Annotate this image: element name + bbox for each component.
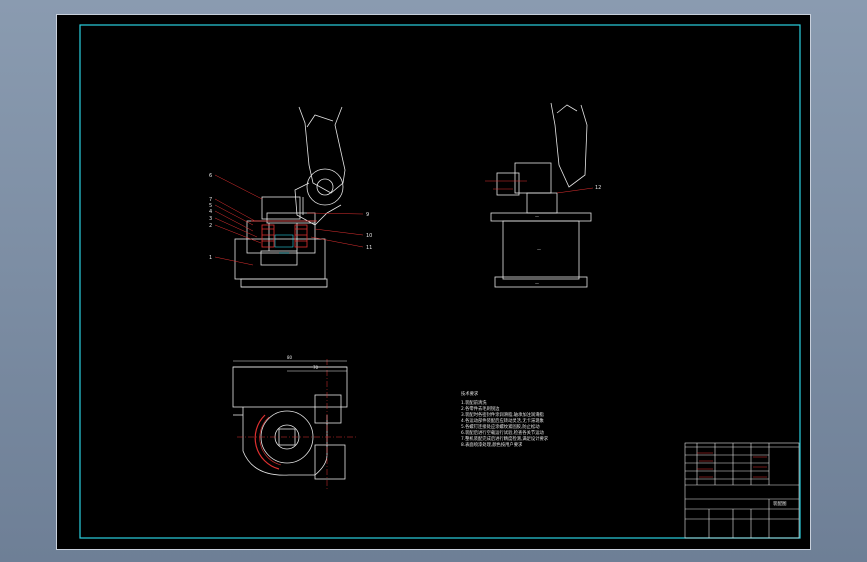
top-view-section bbox=[254, 414, 282, 470]
front-leaders bbox=[214, 174, 364, 266]
svg-text:—: — bbox=[537, 247, 541, 252]
svg-text:—: — bbox=[535, 281, 539, 286]
tech-note-3: 3.装配时各密封件涂润滑脂,轴承加注润滑脂 bbox=[461, 413, 544, 418]
title-block-red bbox=[697, 452, 767, 478]
cad-drawing: 6 7 5 4 3 2 1 9 10 11 — — — 12 bbox=[79, 24, 801, 539]
part-label-6: 6 bbox=[209, 173, 212, 179]
tech-note-8: 8.表面喷漆处理,颜色按用户要求 bbox=[461, 443, 523, 448]
title-block-drawing-title: 装配图 bbox=[773, 502, 787, 507]
front-view-axis bbox=[274, 234, 294, 254]
dim-80: 80 bbox=[287, 355, 293, 360]
part-label-7: 7 bbox=[209, 197, 212, 203]
drawing-sheet: 6 7 5 4 3 2 1 9 10 11 — — — 12 bbox=[56, 14, 811, 550]
part-label-1: 1 bbox=[209, 255, 212, 261]
side-view-marks: — — — bbox=[535, 214, 541, 286]
top-view-centerlines bbox=[237, 359, 357, 491]
tech-note-1: 1.装配前清洗 bbox=[461, 401, 487, 406]
tech-note-7: 7.整机装配完成后进行精度检测,满足设计要求 bbox=[461, 437, 549, 442]
part-label-9: 9 bbox=[366, 212, 369, 218]
part-label-11: 11 bbox=[366, 245, 372, 251]
svg-text:—: — bbox=[535, 214, 539, 219]
dim-70: 70 bbox=[313, 365, 319, 370]
tech-note-2: 2.各零件去毛刺锐边 bbox=[461, 407, 500, 412]
tech-notes-title: 技术要求 bbox=[461, 392, 479, 397]
inner-frame bbox=[79, 24, 801, 539]
side-view bbox=[490, 102, 592, 288]
tech-note-5: 5.各螺钉连接处应涂螺纹紧固胶,防止松动 bbox=[461, 425, 540, 430]
tech-note-6: 6.装配后进行空载运行试验,检查各关节运动 bbox=[461, 431, 544, 436]
front-labels: 6 7 5 4 3 2 1 9 10 11 bbox=[209, 173, 372, 261]
part-label-5: 5 bbox=[209, 203, 212, 209]
top-view-dims bbox=[233, 360, 347, 372]
front-view bbox=[234, 106, 346, 288]
part-label-12: 12 bbox=[595, 185, 601, 191]
part-label-10: 10 bbox=[366, 233, 372, 239]
tech-note-4: 4.各运动部件装配后应转动灵活,无卡滞现象 bbox=[461, 419, 544, 424]
side-view-section bbox=[485, 180, 594, 194]
part-label-2: 2 bbox=[209, 223, 212, 229]
part-label-4: 4 bbox=[209, 209, 212, 215]
front-view-section bbox=[251, 220, 317, 248]
title-block bbox=[684, 442, 800, 539]
part-label-3: 3 bbox=[209, 216, 212, 222]
top-view bbox=[232, 366, 348, 480]
